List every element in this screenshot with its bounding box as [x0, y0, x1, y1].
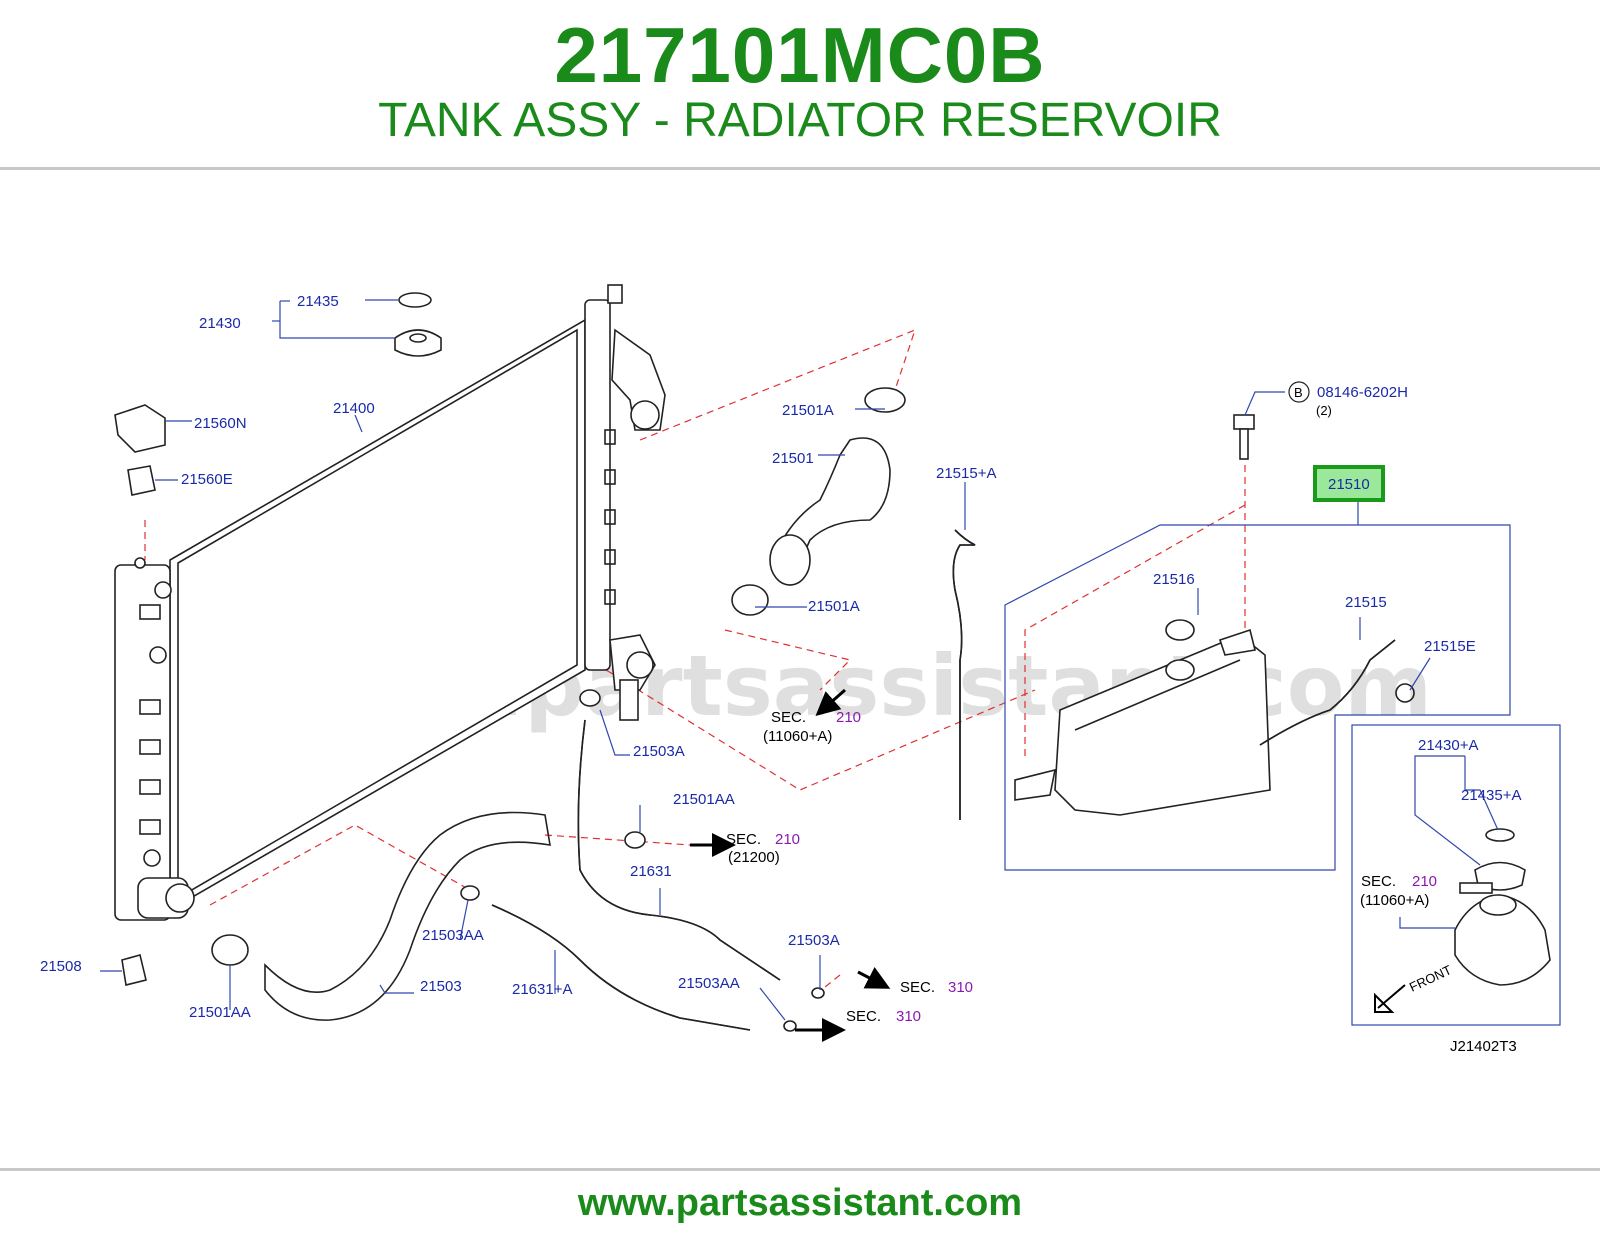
- lower-hose-21503: [264, 811, 551, 1021]
- sec1-ref: (11060+A): [763, 728, 832, 745]
- label-21400: 21400: [333, 400, 375, 417]
- label-21503: 21503: [420, 978, 462, 995]
- label-21508: 21508: [40, 958, 82, 975]
- sec-ref-1: SEC. 210 (11060+A): [763, 709, 861, 745]
- sec1-word: SEC.: [771, 709, 806, 726]
- label-21501AA-1: 21501AA: [673, 791, 735, 808]
- label-bolt-b: B: [1294, 385, 1303, 400]
- sec4-word: SEC.: [846, 1008, 881, 1025]
- highlight-box: [1313, 465, 1385, 502]
- sec5-word: SEC.: [1361, 873, 1396, 890]
- label-21501A-top: 21501A: [782, 402, 834, 419]
- sec4-num: 310: [896, 1008, 921, 1025]
- sec3-num: 310: [948, 979, 973, 996]
- label-21501: 21501: [772, 450, 814, 467]
- section-arrows: [690, 688, 1406, 1042]
- sec2-ref: (21200): [728, 849, 780, 866]
- label-21435A: 21435+A: [1461, 787, 1521, 804]
- header-divider: [0, 167, 1600, 170]
- parts-diagram: www.partsassistant.com: [40, 284, 1561, 1055]
- sec-ref-2: SEC. 210 (21200): [726, 831, 800, 866]
- label-21560N: 21560N: [194, 415, 247, 432]
- front-label: FRONT: [1407, 962, 1454, 995]
- mount-parts: [114, 404, 166, 986]
- tubes-21631: [491, 529, 976, 1031]
- label-21503AA-2: 21503AA: [678, 975, 740, 992]
- diagram-ref-code: J21402T3: [1450, 1038, 1517, 1055]
- filler-neck-inset: [1454, 828, 1551, 986]
- label-21501A-mid: 21501A: [808, 598, 860, 615]
- label-21515A: 21515+A: [936, 465, 996, 482]
- sec3-word: SEC.: [900, 979, 935, 996]
- reservoir-tank-21510: [1014, 619, 1396, 816]
- label-21503A-2: 21503A: [788, 932, 840, 949]
- sec-ref-3: SEC. 310: [900, 979, 973, 996]
- sec1-num: 210: [836, 709, 861, 726]
- label-21503AA-1: 21503AA: [422, 927, 484, 944]
- label-21503A-1: 21503A: [633, 743, 685, 760]
- sec-ref-5: SEC. 210 (11060+A): [1360, 873, 1437, 909]
- radiator-cap-21430: [394, 292, 442, 357]
- leader-lines: [100, 299, 1511, 1021]
- label-21430: 21430: [199, 315, 241, 332]
- label-bolt-08146: 08146-6202H: [1317, 384, 1408, 401]
- label-21501AA-2: 21501AA: [189, 1004, 251, 1021]
- sec-ref-4: SEC. 310: [846, 1008, 921, 1025]
- label-21515E: 21515E: [1424, 638, 1476, 655]
- sec5-ref: (11060+A): [1360, 892, 1429, 909]
- label-21560E: 21560E: [181, 471, 233, 488]
- label-21516: 21516: [1153, 571, 1195, 588]
- part-number-title: 217101MC0B: [554, 11, 1046, 99]
- footer-divider: [0, 1168, 1600, 1171]
- footer-url-link[interactable]: www.partsassistant.com: [577, 1182, 1023, 1224]
- upper-hose-21501: [769, 437, 891, 586]
- label-21430A: 21430+A: [1418, 737, 1478, 754]
- part-name-subtitle: TANK ASSY - RADIATOR RESERVOIR: [378, 94, 1222, 147]
- label-bolt-qty: (2): [1316, 403, 1332, 418]
- sec5-num: 210: [1412, 873, 1437, 890]
- sec2-word: SEC.: [726, 831, 761, 848]
- inset-box: [1351, 724, 1561, 1026]
- bolt-b-circle-icon: [1288, 381, 1310, 403]
- label-21631A: 21631+A: [512, 981, 572, 998]
- label-21510: 21510: [1328, 476, 1370, 493]
- label-21435: 21435: [297, 293, 339, 310]
- radiator-21400: [114, 284, 666, 921]
- label-21631: 21631: [630, 863, 672, 880]
- label-21515: 21515: [1345, 594, 1387, 611]
- sec2-num: 210: [775, 831, 800, 848]
- bolt-08146: [1233, 414, 1255, 460]
